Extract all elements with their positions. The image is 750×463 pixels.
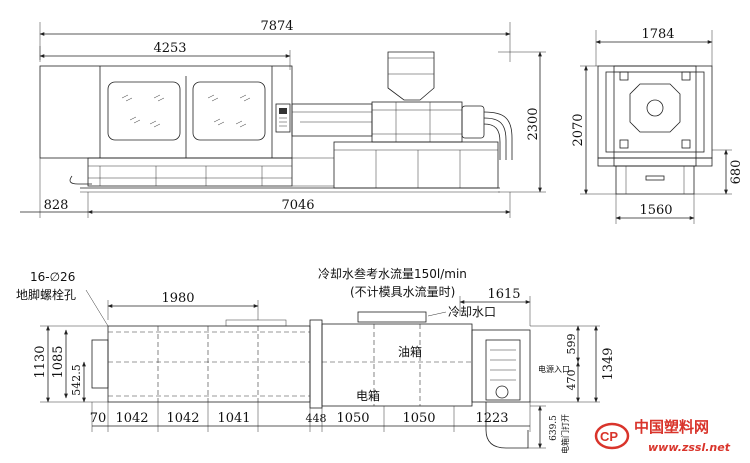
bolt-hole-label: 地脚螺栓孔	[16, 287, 76, 302]
clamp-base	[87, 157, 293, 187]
dim-bottom-1042-a: 1042	[115, 411, 148, 426]
oil-tank-label: 油箱	[398, 344, 422, 359]
dim-1349: 1349	[601, 347, 616, 380]
bolt-hole-spec: 16-∅26	[30, 270, 75, 284]
dim-1130: 1130	[33, 345, 48, 378]
dim-left-overhang: 828	[44, 198, 69, 213]
dim-639-5: 639.5	[549, 415, 559, 441]
dim-base-height: 680	[729, 160, 744, 185]
dim-bottom-1050-a: 1050	[336, 411, 369, 426]
clamp-base-plan	[107, 325, 311, 403]
injection-carriage	[291, 103, 373, 137]
side-view: 7874 4253	[20, 19, 546, 218]
dim-end-height: 2070	[571, 113, 586, 146]
safety-window-left	[107, 81, 181, 141]
pump-motor	[485, 339, 521, 401]
end-frame	[597, 65, 713, 159]
cooling-water-note: 冷却水叁考水流量150l/min	[318, 266, 467, 281]
plan-view: 16-∅26 地脚螺栓孔 冷却水叁考水流量150l/min (不计模具水流量时)…	[16, 266, 616, 454]
end-base	[615, 165, 695, 195]
dim-bottom-1042-b: 1042	[166, 411, 199, 426]
end-view: 1784 2070 680 1560	[571, 27, 744, 224]
dim-height: 2300	[526, 107, 541, 140]
dim-bottom-70: 70	[90, 411, 107, 426]
dim-base-length: 7046	[281, 198, 314, 213]
barrel-housing	[371, 101, 463, 143]
dim-599: 599	[565, 334, 578, 355]
dim-base-width: 1560	[639, 203, 672, 218]
cabinet-door-label: 电箱门打开	[560, 414, 570, 454]
dim-end-width: 1784	[641, 27, 674, 42]
power-inlet-label: 电源入口	[538, 364, 570, 374]
watermark-logo-text: CP	[600, 429, 618, 444]
cabinet-door-swing	[485, 402, 529, 449]
dim-1615: 1615	[487, 287, 520, 302]
cooling-water-note-sub: (不计模具水流量时)	[350, 285, 455, 299]
dim-bottom-1041: 1041	[217, 411, 250, 426]
safety-window-right	[192, 81, 266, 141]
dim-470: 470	[565, 370, 578, 391]
dim-1085: 1085	[51, 345, 66, 378]
oil-tank-plan	[321, 323, 473, 407]
dim-bottom-448: 448	[306, 412, 327, 425]
dim-clamp-length: 4253	[153, 41, 186, 56]
dim-bottom-1223: 1223	[475, 411, 508, 426]
injection-cylinder	[461, 105, 485, 139]
dim-542-5: 542.5	[70, 364, 83, 396]
dim-overall-length: 7874	[260, 19, 293, 34]
clamp-frame	[39, 65, 293, 159]
electric-box-label: 电箱	[356, 388, 380, 403]
watermark-url: www.zssl.net	[648, 441, 731, 454]
watermark-name: 中国塑料网	[634, 418, 709, 436]
hopper	[387, 51, 435, 101]
dim-bottom-1050-b: 1050	[402, 411, 435, 426]
watermark-logo-ring	[594, 422, 630, 450]
dim-1980: 1980	[161, 291, 194, 306]
cooling-water-inlet-label: 冷却水口	[448, 305, 496, 319]
watermark: CP 中国塑料网 www.zssl.net	[594, 418, 731, 454]
injection-base	[333, 141, 499, 189]
control-panel	[275, 103, 291, 133]
